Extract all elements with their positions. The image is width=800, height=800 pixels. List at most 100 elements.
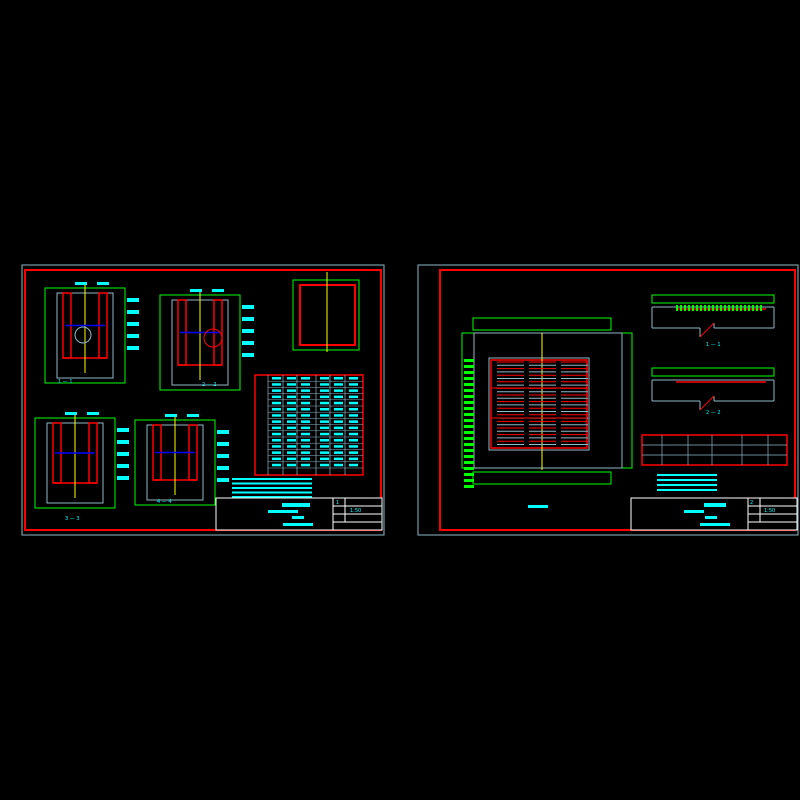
dimension-line: [472, 317, 612, 331]
cad-text-block: [287, 463, 296, 467]
cad-text-block: [287, 445, 296, 448]
cad-text-block: [320, 451, 329, 454]
cad-text-block: [272, 426, 281, 430]
grate-bar: [700, 305, 702, 311]
cad-text-block: [349, 445, 358, 448]
cad-text-block: [187, 414, 199, 417]
cad-text-block: [97, 282, 109, 285]
sheet-2-outer-border: [417, 264, 799, 536]
note-line: [232, 496, 312, 498]
hatch: [464, 485, 474, 488]
grate-bar: [704, 305, 706, 311]
cad-text-block: [287, 389, 296, 392]
grate-bar: [684, 305, 686, 311]
grate-bar: [720, 305, 722, 311]
sheet-1-views: [34, 272, 364, 509]
cad-text-block: [190, 289, 202, 292]
cad-text-block: [272, 432, 281, 436]
cad-text-block: [272, 395, 281, 399]
grate-bar: [744, 305, 746, 311]
cad-text-block: [320, 395, 329, 399]
cad-text-block: [217, 430, 229, 434]
grate-bar: [724, 305, 726, 311]
cad-text-block: [320, 414, 329, 417]
cad-text-block: [287, 377, 296, 380]
dimension-line: [472, 471, 612, 485]
cad-text-block: [287, 432, 296, 436]
cad-text-block: [117, 428, 129, 432]
cad-text-block: [301, 463, 310, 467]
grate-bar: [680, 305, 682, 311]
cad-text-block: [334, 408, 343, 411]
hatch: [464, 395, 474, 398]
cad-text-block: [301, 432, 310, 436]
cad-text-block: [272, 383, 281, 386]
cad-text-block: [272, 420, 281, 423]
note-line: [657, 479, 717, 481]
cad-text-block: [528, 505, 548, 508]
break-line: [699, 322, 715, 338]
cad-text-block: [87, 412, 99, 415]
sheet-2-number: 2: [750, 500, 753, 506]
cad-text-block: [334, 395, 343, 399]
grate-bar: [712, 305, 714, 311]
note-line: [232, 478, 312, 480]
cad-text-block: [287, 420, 296, 423]
cad-text-block: [272, 445, 281, 448]
sheet-2: 2 1:50 1 — 1 2 — 2: [417, 264, 799, 536]
cad-text-block: [65, 412, 77, 415]
grate-bar: [728, 305, 730, 311]
hatch: [464, 437, 474, 440]
pipe-opening: [203, 328, 223, 348]
section-label: 2 — 2: [706, 410, 721, 416]
cad-text-block: [301, 457, 310, 461]
cad-text-block: [349, 432, 358, 436]
cad-text-block: [242, 353, 254, 357]
sheet-1-scale: 1:50: [350, 508, 361, 514]
cad-text-block: [320, 389, 329, 392]
hatch: [464, 419, 474, 422]
cad-text-block: [117, 440, 129, 444]
section-label: 3 — 3: [65, 516, 80, 522]
cad-text-block: [127, 310, 139, 314]
cad-text-block: [320, 401, 329, 405]
hatch: [464, 473, 474, 476]
grate-bar: [760, 305, 762, 311]
hatch: [464, 407, 474, 410]
hatch: [464, 377, 474, 380]
cad-text-block: [272, 439, 281, 442]
grate-bar: [756, 305, 758, 311]
cad-text-block: [334, 445, 343, 448]
cad-text-block: [217, 454, 229, 458]
cad-text-block: [320, 457, 329, 461]
hatch: [464, 389, 474, 392]
cad-text-block: [287, 426, 296, 430]
hatch: [464, 383, 474, 386]
note-line: [232, 482, 312, 485]
cad-text-block: [334, 457, 343, 461]
cad-text-block: [334, 383, 343, 386]
cad-text-block: [301, 377, 310, 380]
cad-text-block: [349, 451, 358, 454]
note-line: [232, 491, 312, 494]
dimension-box: [292, 279, 360, 351]
note-line: [232, 487, 312, 489]
hatch: [464, 401, 474, 404]
cad-text-block: [272, 451, 281, 454]
cad-text-block: [212, 289, 224, 292]
cad-text-block: [217, 478, 229, 482]
cad-text-block: [272, 457, 281, 461]
cad-text-block: [334, 451, 343, 454]
cad-text-block: [287, 383, 296, 386]
cad-text-block: [242, 317, 254, 321]
hatch: [464, 443, 474, 446]
cad-text-block: [127, 334, 139, 338]
cad-text-block: [117, 464, 129, 468]
cad-text-block: [334, 389, 343, 392]
cad-text-block: [127, 298, 139, 302]
cad-text-block: [349, 401, 358, 405]
note-line: [657, 489, 717, 491]
cad-text-block: [217, 442, 229, 446]
cad-text-block: [320, 420, 329, 423]
grate-bar: [676, 305, 678, 311]
